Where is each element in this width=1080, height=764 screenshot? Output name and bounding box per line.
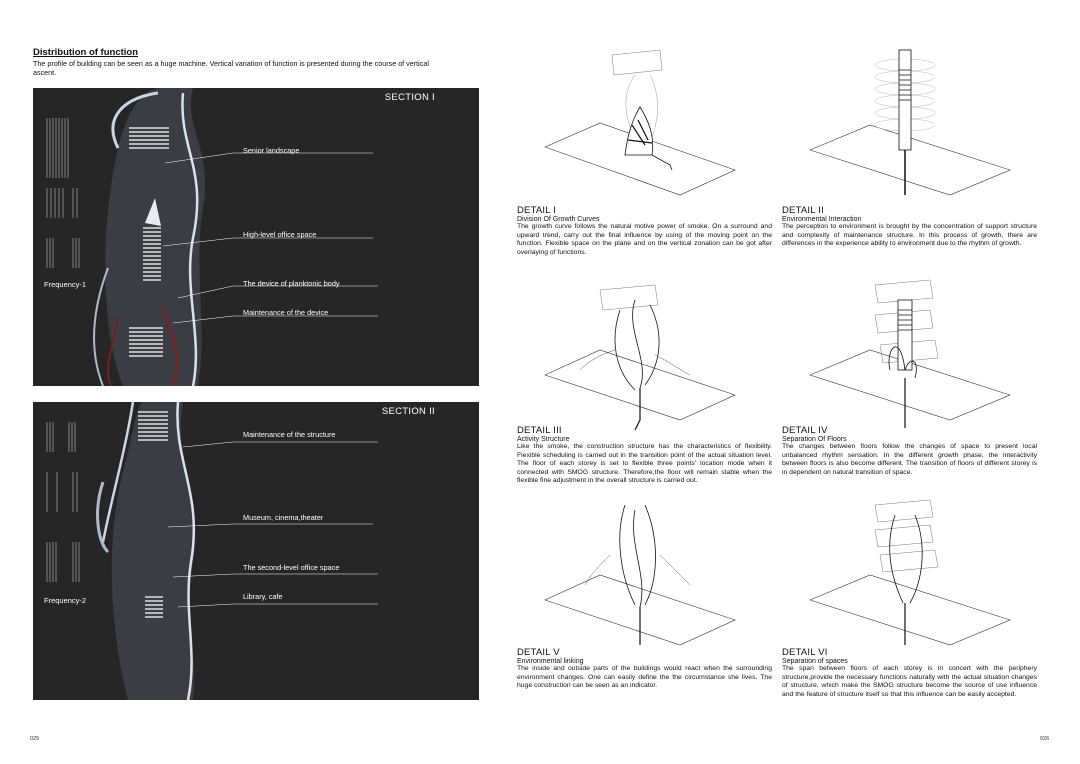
detail-3-subtitle: Activity Structure [517, 436, 570, 443]
detail-5-block: DETAIL V Environmental linking The insid… [517, 647, 772, 691]
detail-2-block: DETAIL II Environmental Interaction The … [782, 205, 1037, 249]
detail-5-subtitle: Environmental linking [517, 658, 584, 665]
detail-4-body: The changes between floors follow the ch… [782, 443, 1037, 476]
detail-3-body: Like the smoke, the construction structu… [517, 443, 772, 485]
right-page-number: 026 [1040, 736, 1050, 742]
detail-1-diagram [544, 49, 736, 196]
detail-3-block: DETAIL III Activity Structure Like the s… [517, 425, 772, 486]
detail-3-title: DETAIL III [517, 425, 562, 436]
section-2-panel: SECTION II Frequency-2 Maintenance of th… [33, 402, 479, 700]
frequency-1-label: Frequency-1 [44, 280, 87, 289]
section-1-label-3: The device of planktonic body [243, 279, 340, 288]
detail-4-block: DETAIL IV Separation Of Floors The chang… [782, 425, 1037, 477]
page-title: Distribution of function [33, 47, 139, 58]
detail-5-title: DETAIL V [517, 647, 560, 658]
section-2-illustration [46, 402, 378, 700]
section-1-title: SECTION I [384, 92, 435, 103]
detail-4-subtitle: Separation Of Floors [782, 436, 847, 443]
section-2-label-2: Museum, cinema,theater [243, 513, 324, 522]
section-2-label-1: Maintenance of the structure [243, 430, 336, 439]
section-1-illustration [46, 88, 378, 386]
section-1-panel: SECTION I Frequency-1 Senior landscape H… [33, 88, 479, 386]
detail-1-title: DETAIL I [517, 205, 557, 216]
detail-6-diagram [809, 499, 1011, 646]
detail-4-diagram [809, 279, 1011, 428]
detail-2-subtitle: Environmental Interaction [782, 216, 862, 223]
detail-6-body: The span between floors of each storey i… [782, 665, 1037, 698]
detail-2-diagram [809, 49, 1011, 196]
detail-6-subtitle: Separation of spaces [782, 658, 848, 665]
detail-4-title: DETAIL IV [782, 425, 828, 436]
section-2-title: SECTION II [381, 406, 435, 417]
left-page-number: 025 [30, 736, 40, 742]
detail-5-diagram [544, 504, 736, 646]
detail-5-body: The inside and outside parts of the buil… [517, 665, 772, 690]
detail-1-block: DETAIL I Division Of Growth Curves The g… [517, 205, 772, 257]
detail-2-body: The perception to environment is brought… [782, 223, 1037, 248]
detail-1-subtitle: Division Of Growth Curves [517, 216, 600, 223]
section-2-label-4: Library, cafe [243, 592, 283, 601]
intro-text: The profile of building can be seen as a… [33, 59, 429, 77]
section-2-label-3: The second-level office space [243, 563, 340, 572]
detail-1-body: The growth curve follows the natural mot… [517, 223, 772, 256]
section-1-label-1: Senior landscape [243, 146, 300, 155]
section-1-label-2: High-level office space [243, 230, 317, 239]
detail-2-title: DETAIL II [782, 205, 824, 216]
frequency-2-label: Frequency-2 [44, 596, 87, 605]
detail-3-diagram [544, 284, 736, 431]
detail-6-block: DETAIL VI Separation of spaces The span … [782, 647, 1037, 699]
detail-6-title: DETAIL VI [782, 647, 828, 658]
section-1-label-4: Maintenance of the device [243, 308, 329, 317]
